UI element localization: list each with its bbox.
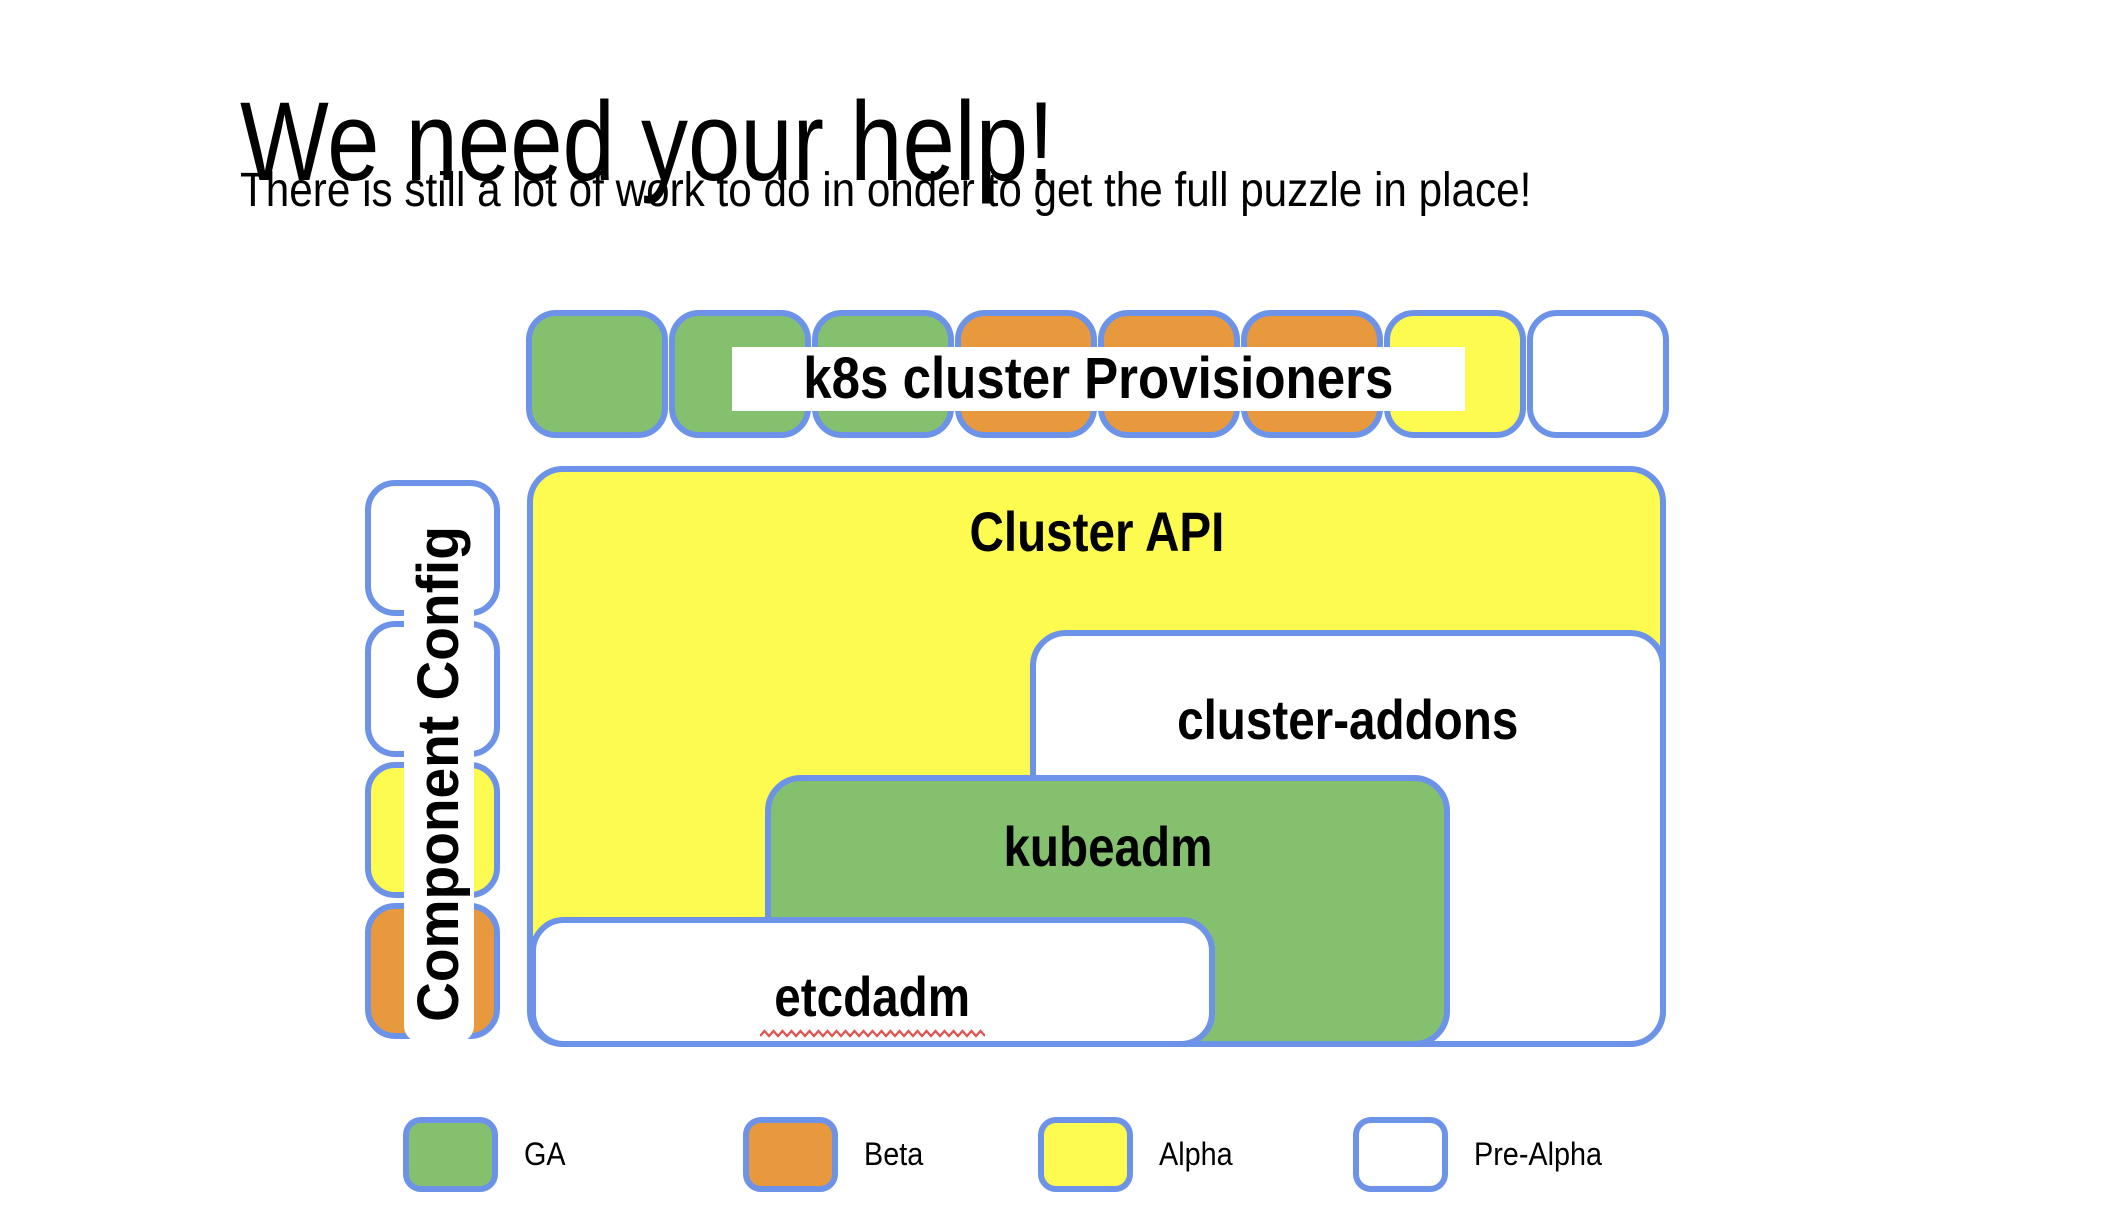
legend-label: Beta bbox=[864, 1136, 924, 1172]
legend-item-alpha: Alpha bbox=[1038, 1117, 1241, 1192]
legend-item-beta: Beta bbox=[743, 1117, 930, 1192]
cluster-api-label: Cluster API bbox=[969, 500, 1224, 563]
page-title: We need your help! bbox=[240, 86, 1209, 198]
legend-label: GA bbox=[524, 1136, 566, 1172]
legend-swatch-ga bbox=[403, 1117, 498, 1192]
legend-item-ga: GA bbox=[403, 1117, 570, 1192]
component-config-label: Component Config bbox=[404, 506, 474, 1042]
status-square-prealpha bbox=[1527, 310, 1669, 438]
kubeadm-label: kubeadm bbox=[1003, 815, 1212, 878]
legend-label: Alpha bbox=[1159, 1136, 1233, 1172]
provisioners-label-text: k8s cluster Provisioners bbox=[803, 346, 1394, 411]
legend-swatch-alpha bbox=[1038, 1117, 1133, 1192]
legend-label: Pre-Alpha bbox=[1474, 1136, 1603, 1172]
subtitle: There is still a lot of work to do in on… bbox=[240, 167, 1707, 215]
status-square-ga bbox=[526, 310, 668, 438]
legend-swatch-beta bbox=[743, 1117, 838, 1192]
subtitle-text: There is still a lot of work to do in on… bbox=[240, 164, 1532, 217]
spellcheck-squiggle bbox=[760, 1029, 985, 1038]
legend-swatch-prealpha bbox=[1353, 1117, 1448, 1192]
component-config-label-text: Component Config bbox=[406, 526, 472, 1022]
provisioners-label: k8s cluster Provisioners bbox=[732, 347, 1465, 411]
etcdadm-box: etcdadm bbox=[530, 917, 1215, 1047]
etcdadm-label: etcdadm bbox=[774, 965, 971, 1028]
page-title-text: We need your help! bbox=[240, 79, 1055, 205]
legend-item-prealpha: Pre-Alpha bbox=[1353, 1117, 1616, 1192]
cluster-addons-label: cluster-addons bbox=[1177, 688, 1519, 751]
